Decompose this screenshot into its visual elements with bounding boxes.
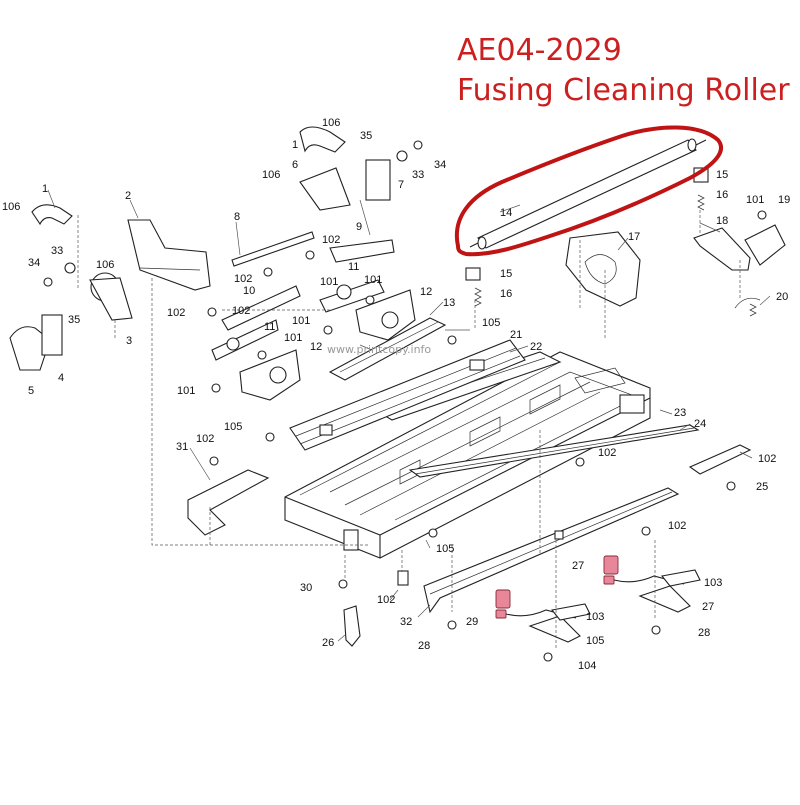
callout-label: 3 bbox=[126, 335, 132, 347]
callout-label: 28 bbox=[698, 627, 710, 639]
callout-label: 102 bbox=[668, 520, 686, 532]
callout-label: 5 bbox=[28, 385, 34, 397]
callout-label: 101 bbox=[292, 315, 310, 327]
callout-label: 106 bbox=[2, 201, 20, 213]
callout-label: 34 bbox=[28, 257, 40, 269]
callout-label: 102 bbox=[322, 234, 340, 246]
leader-lines bbox=[47, 189, 771, 648]
callout-label: 24 bbox=[694, 418, 706, 430]
callout-label: 17 bbox=[628, 231, 640, 243]
callout-label: 30 bbox=[300, 582, 312, 594]
callout-label: 4 bbox=[58, 372, 64, 384]
callout-label: 106 bbox=[322, 117, 340, 129]
callout-label: 1 bbox=[292, 139, 298, 151]
screws bbox=[207, 210, 767, 662]
part-18-19-20-lever-group bbox=[693, 224, 786, 317]
callout-label: 102 bbox=[167, 307, 185, 319]
callout-label: 101 bbox=[320, 276, 338, 288]
callout-label: 102 bbox=[232, 305, 250, 317]
callout-label: 27 bbox=[572, 560, 584, 572]
callout-label: 106 bbox=[96, 259, 114, 271]
callout-label: 12 bbox=[310, 341, 322, 353]
callout-label: 33 bbox=[412, 169, 424, 181]
callout-label: 27 bbox=[702, 601, 714, 613]
callout-label: 12 bbox=[420, 286, 432, 298]
callout-label: 101 bbox=[746, 194, 764, 206]
part-number-title: AE04-2029 bbox=[457, 33, 622, 68]
highlight-circle bbox=[454, 125, 723, 257]
callout-label: 102 bbox=[377, 594, 395, 606]
callout-label: 101 bbox=[364, 274, 382, 286]
part-21-guide-plate bbox=[289, 339, 526, 451]
callout-label: 104 bbox=[578, 660, 596, 672]
sensors-103-highlighted bbox=[495, 555, 701, 643]
bars-and-brackets bbox=[211, 231, 416, 401]
callout-label: 10 bbox=[243, 285, 255, 297]
callout-label: 33 bbox=[51, 245, 63, 257]
part-name-title: Fusing Cleaning Roller bbox=[457, 73, 790, 108]
callout-label: 35 bbox=[68, 314, 80, 326]
callout-label: 14 bbox=[500, 207, 512, 219]
callout-label: 102 bbox=[758, 453, 776, 465]
callout-label: 15 bbox=[716, 169, 728, 181]
callout-label: 32 bbox=[400, 616, 412, 628]
left-subassembly bbox=[9, 126, 423, 371]
callout-label: 15 bbox=[500, 268, 512, 280]
callout-label: 11 bbox=[264, 321, 275, 333]
callout-label: 102 bbox=[234, 273, 252, 285]
callout-label: 103 bbox=[586, 611, 604, 623]
callout-label: 26 bbox=[322, 637, 334, 649]
callout-label: 106 bbox=[262, 169, 280, 181]
callout-label: 18 bbox=[716, 215, 728, 227]
callout-label: 102 bbox=[598, 447, 616, 459]
callout-label: 19 bbox=[778, 194, 790, 206]
callout-label: 101 bbox=[284, 332, 302, 344]
callout-label: 1 bbox=[42, 183, 48, 195]
callout-label: 21 bbox=[510, 329, 522, 341]
callout-label: 16 bbox=[500, 288, 512, 300]
callout-label: 29 bbox=[466, 616, 478, 628]
callout-labels: 1 106 2 33 34 106 35 3 4 5 106 1 35 6 10… bbox=[2, 117, 790, 672]
callout-label: 103 bbox=[704, 577, 722, 589]
callout-label: 8 bbox=[234, 211, 240, 223]
callout-label: 28 bbox=[418, 640, 430, 652]
part-26-lower-frame bbox=[423, 487, 680, 614]
callout-label: 31 bbox=[176, 441, 188, 453]
callout-label: 105 bbox=[224, 421, 242, 433]
callout-label: 25 bbox=[756, 481, 768, 493]
part-25-plate bbox=[688, 444, 752, 475]
part-31-bracket bbox=[187, 469, 270, 536]
callout-label: 16 bbox=[716, 189, 728, 201]
part-17-holder bbox=[565, 231, 641, 307]
callout-label: 105 bbox=[436, 543, 454, 555]
callout-label: 2 bbox=[125, 190, 131, 202]
part-13-film-plate bbox=[328, 317, 447, 381]
callout-label: 20 bbox=[776, 291, 788, 303]
callout-label: 34 bbox=[434, 159, 446, 171]
callout-label: 9 bbox=[356, 221, 362, 233]
callout-label: 105 bbox=[586, 635, 604, 647]
part-29-32 bbox=[343, 570, 409, 647]
watermark-text: www.printcopy.info bbox=[327, 343, 432, 356]
callout-label: 35 bbox=[360, 130, 372, 142]
callout-label: 101 bbox=[177, 385, 195, 397]
callout-label: 7 bbox=[398, 179, 404, 191]
callout-label: 13 bbox=[443, 297, 455, 309]
part-14-cleaning-roller bbox=[469, 138, 707, 250]
callout-label: 6 bbox=[292, 159, 298, 171]
callout-label: 11 bbox=[348, 261, 359, 273]
callout-label: 102 bbox=[196, 433, 214, 445]
part-24-bottom-plate bbox=[408, 424, 700, 478]
callout-label: 23 bbox=[674, 407, 686, 419]
callout-label: 22 bbox=[530, 341, 542, 353]
callout-label: 105 bbox=[482, 317, 500, 329]
